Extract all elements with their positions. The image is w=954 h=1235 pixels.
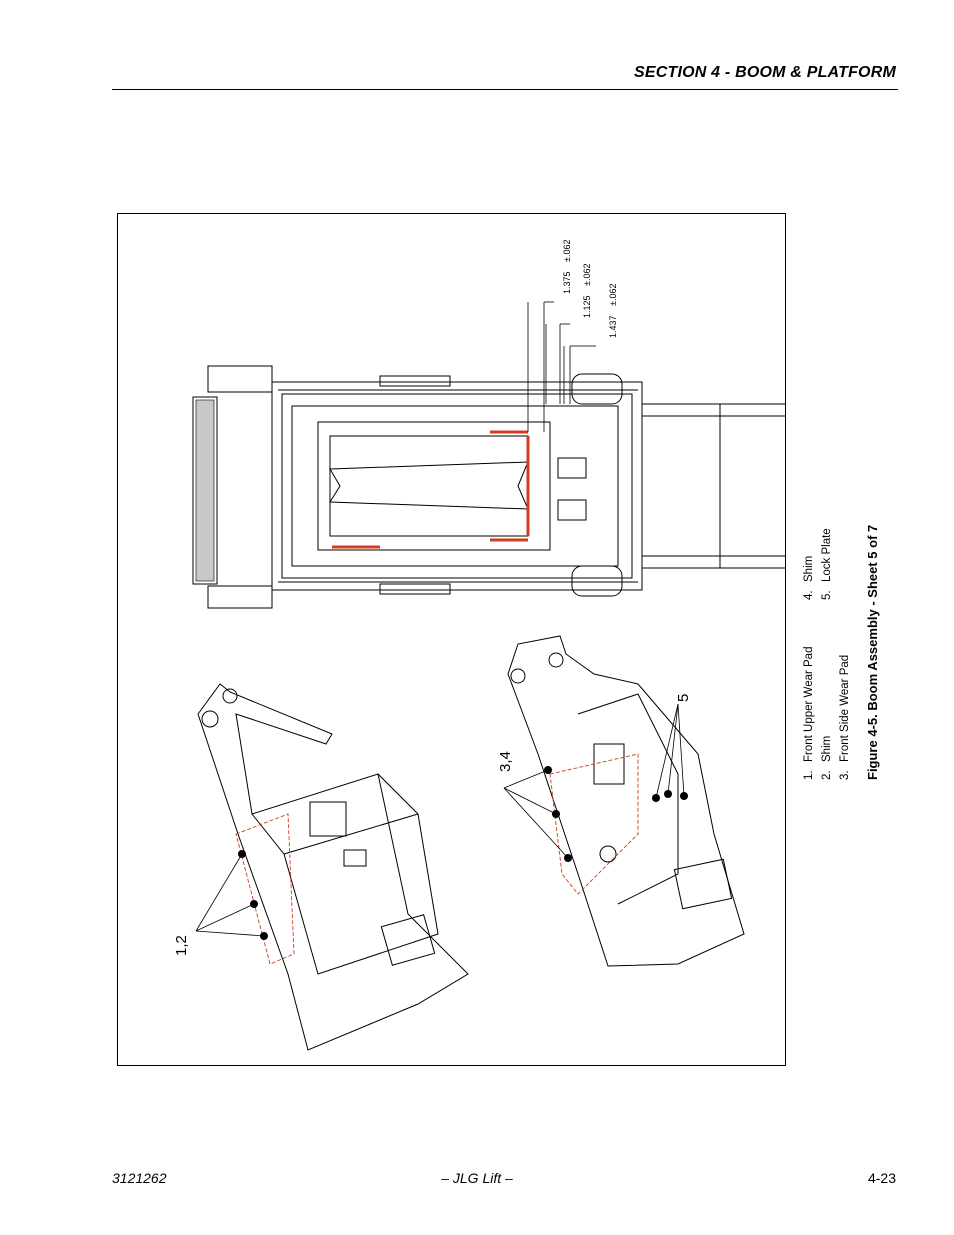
- dimension-label-2: 1.125: [582, 295, 592, 318]
- platform-support-block: [641, 403, 721, 569]
- end-plate-shading: [195, 399, 215, 582]
- callout-leader: [503, 769, 549, 789]
- boom-head-isometric-middle: [507, 635, 745, 967]
- pivot-pin-upper-middle: [548, 652, 564, 668]
- hose-clamp-top: [571, 373, 623, 405]
- legend-item: 5.Lock Plate: [821, 528, 833, 600]
- support-tab-lower: [557, 499, 587, 521]
- section-title: SECTION 4 - BOOM & PLATFORM: [634, 64, 896, 81]
- boom-fly-inner: [329, 435, 529, 537]
- page-number: 4-23: [867, 1170, 896, 1186]
- legend-list-right: 4.Shim 5.Lock Plate: [800, 528, 836, 600]
- callout-leader: [503, 787, 557, 815]
- document-number: 3121262: [112, 1170, 167, 1186]
- rotator-arm-top: [719, 403, 785, 417]
- boom-end-plate: [192, 396, 218, 585]
- pivot-pin-left: [201, 710, 219, 728]
- callout-leader: [503, 787, 569, 859]
- legend-list-left: 1.Front Upper Wear Pad 2.Shim 3.Front Si…: [800, 647, 854, 780]
- callout-leader: [655, 703, 679, 799]
- dimension-label-3: 1.437: [608, 315, 618, 338]
- dimension-label-1: 1.375: [562, 271, 572, 294]
- wear-pad-outline-middle: [549, 753, 639, 895]
- boom-head-isometric-left: [197, 683, 469, 1051]
- pivot-pin-upper-left: [222, 688, 238, 704]
- legend-item: 2.Shim: [821, 735, 833, 780]
- figure-caption: Figure 4-5. Boom Assembly - Sheet 5 of 7: [865, 524, 880, 780]
- figure-frame: 1.375 ±.062 1.125 ±.062 1.437 ±.062: [117, 213, 786, 1066]
- boom-center-channel: [329, 461, 529, 510]
- boom-assembly-drawing: 1.375 ±.062 1.125 ±.062 1.437 ±.062: [173, 240, 785, 1051]
- dimension-tolerance-1: ±.062: [562, 240, 572, 262]
- top-plate: [379, 375, 451, 387]
- access-cover-middle: [673, 858, 733, 910]
- boom-mid-section: [281, 393, 633, 579]
- support-tab-upper: [557, 457, 587, 479]
- wear-pad-outline-left: [235, 813, 295, 965]
- header-divider: [112, 89, 898, 90]
- boom-mount-bracket-bottom: [207, 585, 273, 609]
- legend-item: 1.Front Upper Wear Pad: [803, 646, 815, 780]
- bottom-plate: [379, 583, 451, 595]
- boom-head-face-left: [283, 813, 439, 975]
- dimension-tolerance-3: ±.062: [608, 284, 618, 306]
- callout-leader: [195, 853, 243, 932]
- callout-leader: [195, 930, 265, 937]
- dimension-tolerance-2: ±.062: [582, 264, 592, 286]
- callout-leader: [195, 903, 255, 932]
- callout-leader: [667, 703, 679, 795]
- legend-item: 4.Shim: [803, 555, 815, 600]
- mount-plate-left: [309, 801, 347, 837]
- boom-fly-section: [317, 421, 551, 551]
- mount-plate-middle: [593, 743, 625, 785]
- callout-3-4: 3,4: [497, 751, 514, 772]
- boom-head-side-left: [251, 773, 419, 855]
- rotator-arm-bottom: [719, 555, 785, 569]
- publisher-name: – JLG Lift –: [441, 1170, 513, 1186]
- pivot-pin-middle: [510, 668, 526, 684]
- rotator-assembly-middle: [577, 693, 679, 905]
- hose-fitting-middle: [599, 845, 617, 863]
- callout-1-2: 1,2: [173, 935, 190, 956]
- boom-inner-section: [291, 405, 619, 567]
- boom-outer-section: [271, 381, 643, 591]
- access-cover-left: [380, 914, 436, 966]
- platform-support-inner: [641, 415, 721, 557]
- rotator-body: [719, 415, 785, 557]
- boom-mount-bracket-top: [207, 365, 273, 393]
- legend-item: 3.Front Side Wear Pad: [839, 654, 851, 780]
- bracket-left: [343, 849, 367, 867]
- hose-clamp-bottom: [571, 565, 623, 597]
- callout-5: 5: [675, 694, 692, 702]
- callout-leader: [677, 703, 685, 797]
